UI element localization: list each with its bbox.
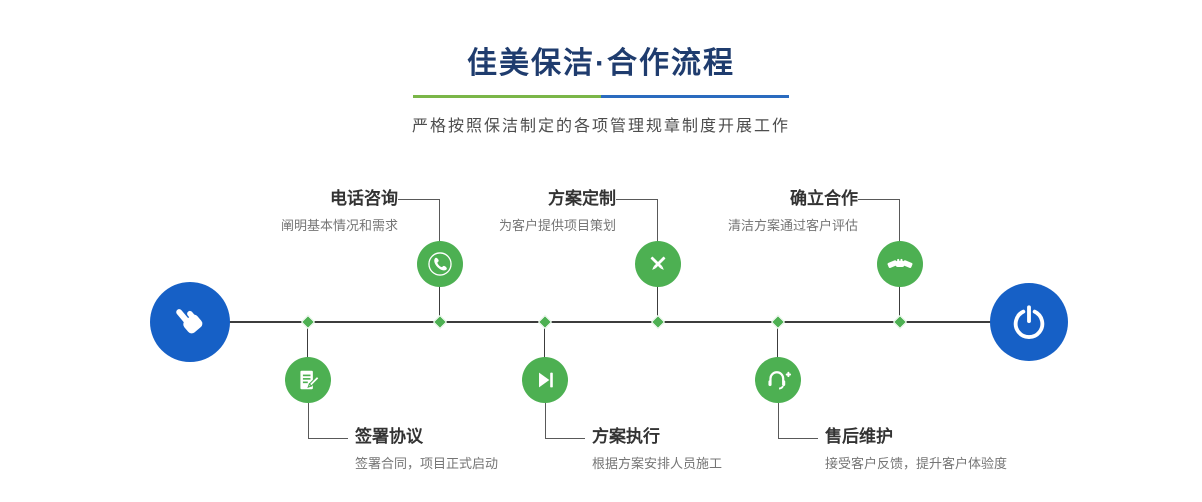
step-node-design bbox=[635, 241, 681, 287]
title-divider bbox=[413, 95, 789, 98]
connector-aftersales bbox=[778, 403, 818, 439]
design-pencils-icon bbox=[650, 256, 666, 270]
step-desc: 为客户提供项目策划 bbox=[498, 218, 616, 234]
step-contract-label: 签署协议 签署合同，项目正式启动 bbox=[355, 427, 595, 473]
step-title: 售后维护 bbox=[825, 427, 893, 446]
timeline-diamond bbox=[770, 314, 786, 330]
step-node-execution bbox=[522, 357, 568, 403]
step-node-contract bbox=[285, 357, 331, 403]
timeline-diamond bbox=[300, 314, 316, 330]
play-icon bbox=[539, 372, 553, 388]
connector-design bbox=[616, 199, 658, 242]
divider-green-segment bbox=[413, 95, 601, 98]
timeline-line bbox=[190, 321, 1030, 323]
stem-headset bbox=[777, 323, 778, 358]
handshake-icon bbox=[887, 258, 913, 268]
connector-execution bbox=[545, 403, 585, 439]
timeline-diamond bbox=[892, 314, 908, 330]
step-desc: 阐明基本情况和需求 bbox=[280, 218, 398, 234]
step-desc: 清洁方案通过客户评估 bbox=[727, 218, 858, 234]
stem-play bbox=[544, 323, 545, 358]
step-title: 签署协议 bbox=[355, 427, 423, 446]
stem-contract bbox=[307, 323, 308, 358]
step-design-label: 方案定制 为客户提供项目策划 bbox=[396, 189, 616, 235]
divider-blue-segment bbox=[601, 95, 789, 98]
end-node bbox=[990, 283, 1068, 361]
stem-handshake bbox=[899, 286, 900, 322]
step-desc: 接受客户反馈，提升客户体验度 bbox=[825, 456, 1008, 472]
connector-phone bbox=[398, 199, 440, 242]
step-title: 方案定制 bbox=[548, 189, 616, 208]
headset-icon bbox=[768, 371, 792, 390]
stem-phone bbox=[439, 286, 440, 322]
step-desc: 签署合同，项目正式启动 bbox=[355, 456, 499, 472]
timeline-diamond bbox=[432, 314, 448, 330]
step-node-phone bbox=[417, 241, 463, 287]
step-aftersales-label: 售后维护 接受客户反馈，提升客户体验度 bbox=[825, 427, 1085, 473]
timeline-diamond bbox=[537, 314, 553, 330]
step-desc: 根据方案安排人员施工 bbox=[592, 456, 723, 472]
timeline-diamond bbox=[650, 314, 666, 330]
page-subtitle: 严格按照保洁制定的各项管理规章制度开展工作 bbox=[411, 118, 790, 135]
connector-cooperation bbox=[858, 199, 900, 242]
stem-design bbox=[657, 286, 658, 322]
phone-icon bbox=[428, 252, 452, 276]
step-title: 确立合作 bbox=[790, 189, 858, 208]
pointing-hand-icon bbox=[176, 309, 203, 334]
step-execution-label: 方案执行 根据方案安排人员施工 bbox=[592, 427, 832, 473]
connector-contract bbox=[308, 403, 348, 439]
power-icon bbox=[1013, 305, 1045, 339]
start-node bbox=[150, 282, 230, 362]
step-cooperation-label: 确立合作 清洁方案通过客户评估 bbox=[638, 189, 858, 235]
step-title: 方案执行 bbox=[592, 427, 660, 446]
step-node-cooperation bbox=[877, 241, 923, 287]
step-node-aftersales bbox=[755, 357, 801, 403]
contract-icon bbox=[300, 370, 320, 390]
step-phone-label: 电话咨询 阐明基本情况和需求 bbox=[178, 189, 398, 235]
step-title: 电话咨询 bbox=[330, 189, 398, 208]
page-title: 佳美保洁·合作流程 bbox=[467, 47, 735, 80]
